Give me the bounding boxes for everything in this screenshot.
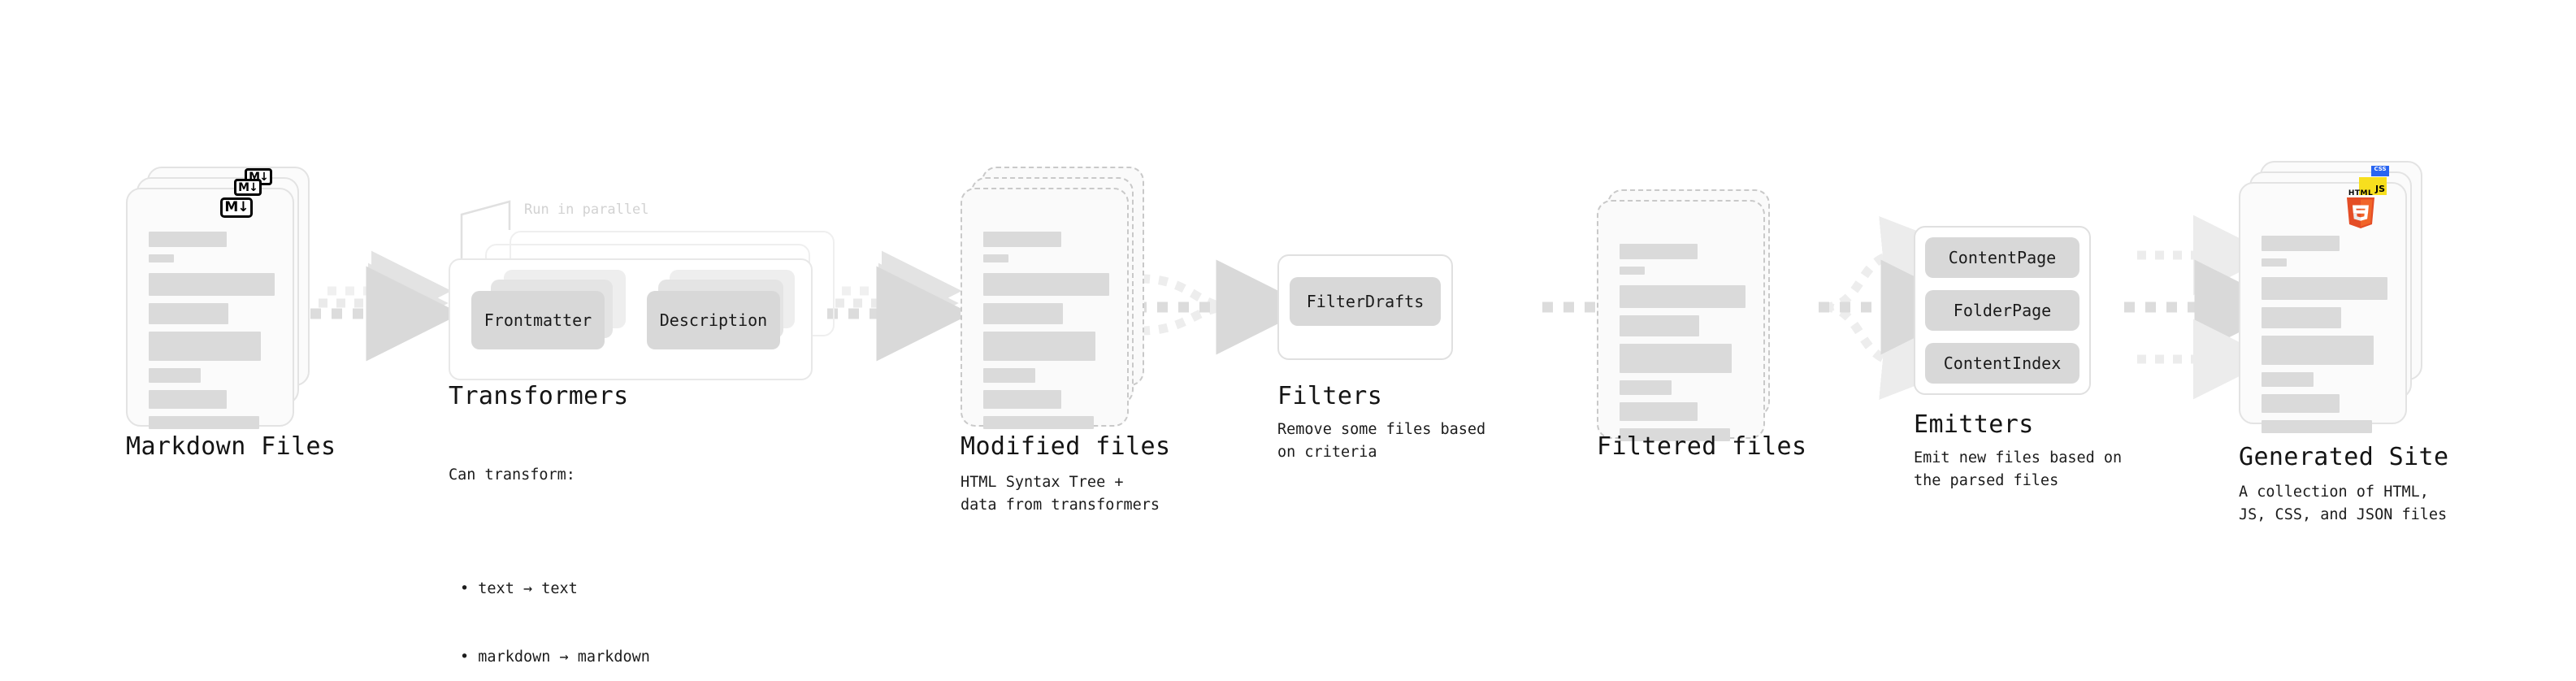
desc-modified-files: HTML Syntax Tree + data from transformer… (961, 474, 1160, 514)
html5-shield-shape (2347, 197, 2374, 228)
document-sheet-front (1597, 200, 1765, 441)
label-generated-site: Generated Site (2239, 443, 2449, 471)
stage-markdown-files: M↓ M↓ M↓ (126, 167, 313, 429)
emitter-pill-contentpage[interactable]: ContentPage (1925, 237, 2079, 278)
label-filters: Filters (1277, 382, 1383, 410)
transformer-capability-item: • text → text (460, 580, 578, 597)
document-sheet-front (126, 188, 294, 429)
desc-generated-site: A collection of HTML, JS, CSS, and JSON … (2239, 484, 2448, 523)
label-markdown-files: Markdown Files (126, 432, 336, 461)
html5-badge-icon: HTML (2343, 189, 2379, 232)
stage-modified-files (961, 167, 1147, 429)
transformer-capability-list: • text → text • markdown → markdown • ht… (460, 532, 650, 681)
arrow-markdown-to-transformers (310, 250, 462, 362)
stage-filters: FilterDrafts (1277, 254, 1456, 360)
markdown-badge-middle: M↓ (234, 179, 262, 196)
filter-pill-filterdrafts[interactable]: FilterDrafts (1290, 277, 1441, 326)
transformer-pill-frontmatter-label: Frontmatter (484, 310, 592, 330)
stage-transformers: Frontmatter Frontmatter Frontmatter Desc… (449, 195, 855, 380)
filter-pill-filterdrafts-label: FilterDrafts (1306, 292, 1425, 311)
emitter-pill-folderpage-label: FolderPage (1953, 301, 2052, 320)
document-content-lines (983, 232, 1109, 436)
css-badge-label: CSS (2374, 166, 2387, 172)
stage-generated-site: CSS JS HTML (2239, 161, 2434, 433)
arrow-modified-to-filters (1136, 259, 1312, 355)
document-sheet-front (2239, 182, 2407, 433)
html5-badge-word: HTML (2348, 189, 2374, 197)
label-run-in-parallel: Run in parallel (524, 202, 649, 218)
transformer-pill-frontmatter[interactable]: Frontmatter (471, 291, 605, 349)
desc-emitters: Emit new files based on the parsed files (1914, 449, 2123, 489)
desc-filters: Remove some files based on criteria (1277, 421, 1486, 461)
emitter-pill-contentpage-label: ContentPage (1948, 248, 2057, 267)
document-sheet-front (961, 188, 1129, 429)
markdown-badge-label: M↓ (224, 199, 249, 215)
markdown-badge-icon: M↓ (220, 197, 253, 218)
label-emitters: Emitters (1914, 410, 2034, 439)
label-transformers: Transformers (449, 382, 629, 410)
css-badge-icon: CSS (2371, 166, 2389, 176)
stage-filtered-files (1597, 179, 1784, 441)
desc-transformers-intro: Can transform: (449, 466, 575, 484)
label-modified-files: Modified files (961, 432, 1171, 461)
document-content-lines (2262, 236, 2387, 440)
js-badge-icon: JS (2359, 177, 2387, 195)
transformer-pill-description-label: Description (659, 310, 768, 330)
desc-transformers: Can transform: • text → text • markdown … (449, 419, 650, 681)
label-filtered-files: Filtered files (1597, 432, 1807, 461)
stage-emitters: ContentPage FolderPage ContentIndex (1914, 226, 2101, 395)
js-badge-label: JS (2374, 184, 2385, 194)
transformer-capability-item: • markdown → markdown (460, 648, 650, 666)
arrow-emitters-to-site (2124, 215, 2290, 400)
emitter-pill-contentindex-label: ContentIndex (1943, 354, 2062, 373)
document-content-lines (1620, 244, 1746, 449)
arrow-filtered-to-emitters (1819, 215, 1976, 400)
emitter-pill-contentindex[interactable]: ContentIndex (1925, 343, 2079, 384)
document-content-lines (149, 232, 275, 436)
emitter-pill-folderpage[interactable]: FolderPage (1925, 290, 2079, 331)
transformer-pill-description[interactable]: Description (647, 291, 780, 349)
